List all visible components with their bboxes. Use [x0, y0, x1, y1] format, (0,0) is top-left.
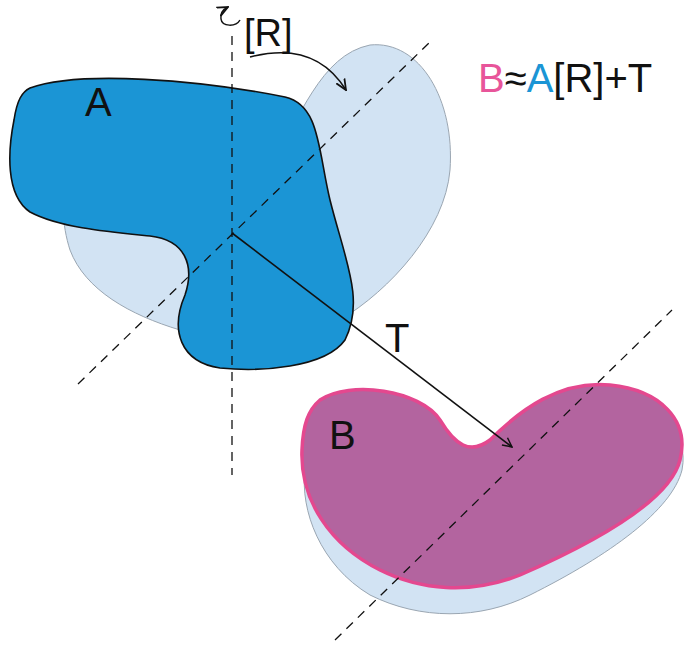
formula-term: [R]+T [553, 56, 652, 100]
shape-fill [302, 384, 682, 587]
formula-term: B [478, 56, 505, 100]
rotation-arrow [250, 53, 346, 90]
formula-term: A [527, 56, 554, 100]
shape-label: B [329, 415, 356, 455]
formula-symbol: ≈ [505, 56, 527, 100]
shape-label: A [85, 82, 112, 122]
edge-label: T [385, 318, 409, 358]
shape-outline [295, 375, 688, 625]
shape-a: A [5, 60, 370, 380]
spin-arrow [221, 7, 240, 25]
equation: B≈A[R]+T [478, 58, 652, 98]
shape-outline [5, 60, 370, 380]
shape-b: B [295, 375, 688, 625]
rotation-label: [R] [244, 14, 293, 52]
shape-fill [10, 78, 354, 369]
